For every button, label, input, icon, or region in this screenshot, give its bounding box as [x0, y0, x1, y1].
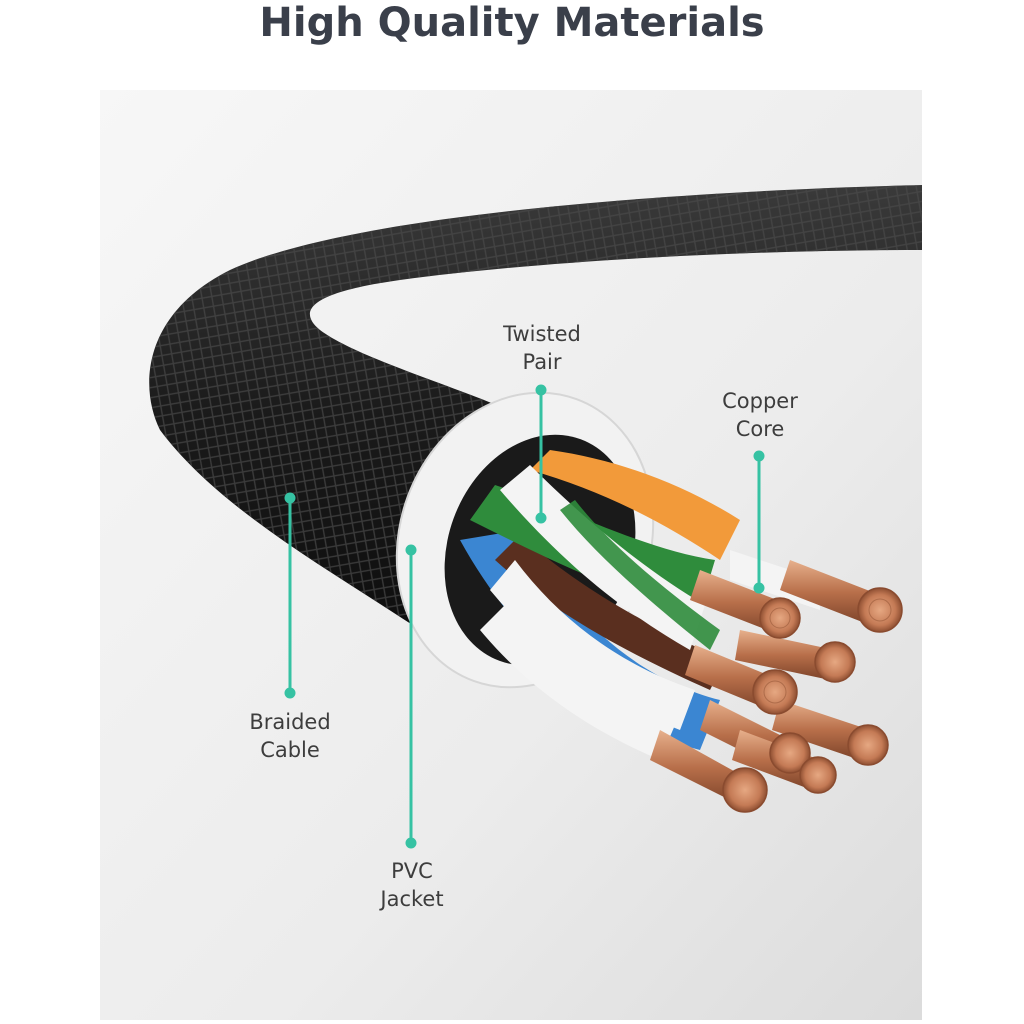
cable-illustration [100, 90, 922, 1020]
callout-braided-cable-line1: Braided [249, 710, 331, 734]
callout-braided-cable: Braided Cable [228, 708, 352, 764]
callout-pvc-jacket: PVC Jacket [350, 857, 474, 913]
callout-copper-core-line2: Core [735, 417, 785, 441]
callout-copper-core: Copper Core [698, 387, 822, 443]
callout-twisted-pair-line2: Pair [522, 350, 562, 374]
callout-twisted-pair-line1: Twisted [503, 322, 581, 346]
callout-pvc-jacket-line1: PVC [391, 859, 433, 883]
callout-markers [284, 384, 765, 849]
callout-braided-cable-line2: Cable [260, 738, 320, 762]
callout-copper-core-line1: Copper [722, 389, 798, 413]
cable-image [100, 90, 922, 1020]
page-title: High Quality Materials [259, 0, 765, 46]
callout-twisted-pair: Twisted Pair [480, 320, 604, 376]
callout-pvc-jacket-line2: Jacket [380, 887, 444, 911]
